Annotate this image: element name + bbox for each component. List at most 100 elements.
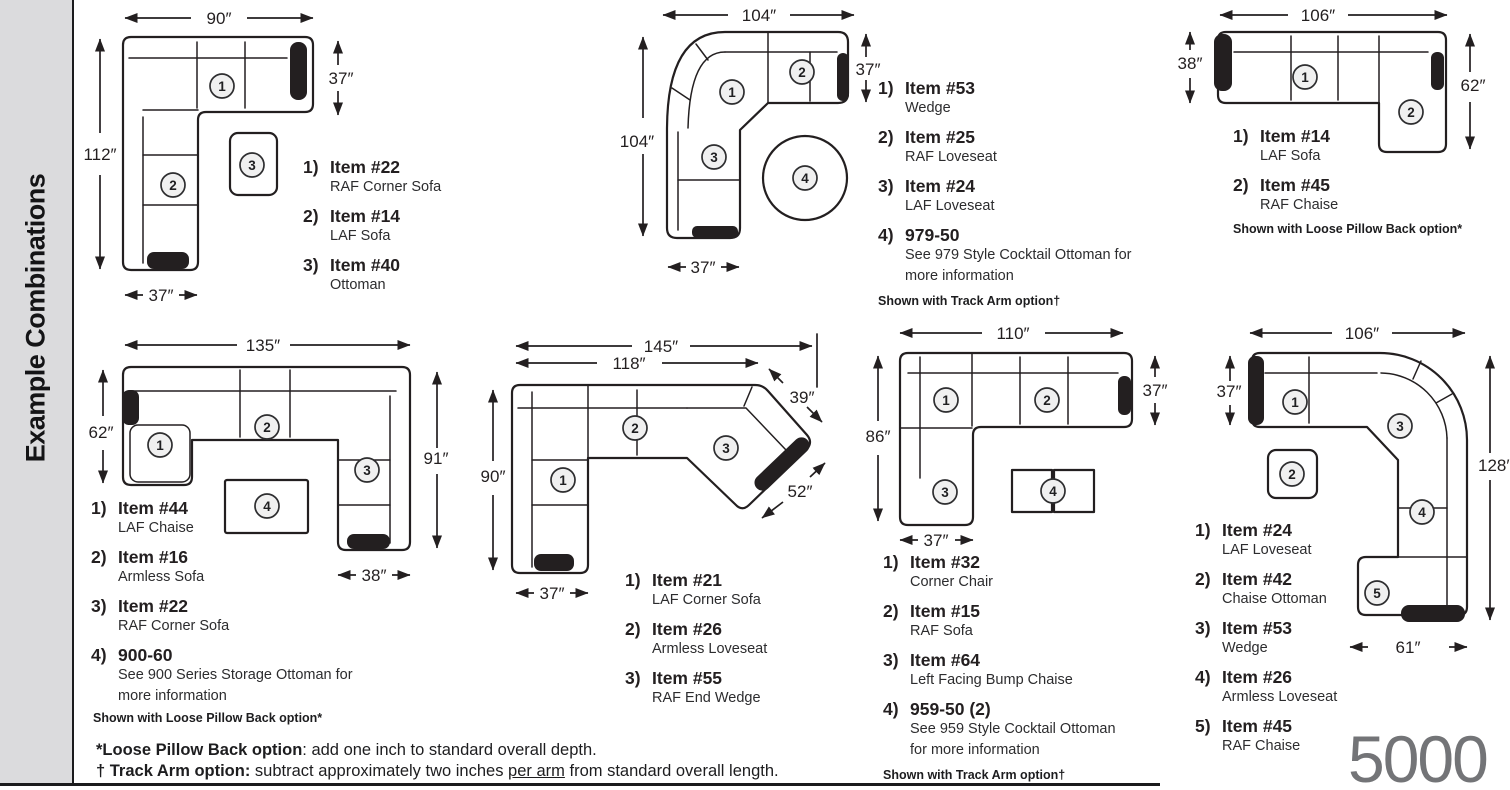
combo-7: 106″ 37″ 128″ 61″ 1 2 3 4 5: [1185, 320, 1510, 790]
dim-bottom-label: 38″: [362, 566, 387, 585]
combo-6-diagram: 110″ 86″ 37″ 37″ 1 2 3 4: [866, 324, 1168, 550]
dim-right-label: 37″: [856, 60, 881, 79]
badge-1: 1: [550, 467, 576, 493]
list-item: 4)959-50 (2)See 959 Style Cocktail Ottom…: [883, 699, 1116, 758]
badge-2: 2: [254, 414, 280, 440]
badge-2: 2: [160, 172, 186, 198]
badge-2: 2: [1398, 99, 1424, 125]
badge-3: 3: [354, 457, 380, 483]
badge-3: 3: [239, 152, 265, 178]
dimension-top: 104″: [662, 6, 855, 25]
badge-5: 5: [1364, 580, 1390, 606]
series-number: 5000: [1348, 722, 1489, 790]
svg-text:1: 1: [218, 79, 226, 94]
sofa-arm: [1248, 356, 1264, 425]
sofa-outline: [510, 383, 812, 575]
combo-1-diagram: 90″ 112″ 37″ 37″ 1 2 3: [83, 9, 353, 305]
dim-top-label: 104″: [742, 6, 776, 25]
badge-1: 1: [147, 432, 173, 458]
badge-4: 4: [1040, 478, 1066, 504]
dimension-bottom: 38″: [337, 566, 411, 585]
footnote-loose-pillow: *Loose Pillow Back option: add one inch …: [96, 740, 779, 761]
combo-5-diagram: 145″ 118″ 90″ 39″ 52″: [481, 333, 826, 603]
badge-3: 3: [932, 479, 958, 505]
dim-left-label: 90″: [481, 467, 506, 486]
badge-4: 4: [1409, 499, 1435, 525]
svg-text:3: 3: [363, 463, 371, 478]
sofa-arm: [837, 53, 849, 101]
badge-1: 1: [1292, 64, 1318, 90]
dim-right-label: 37″: [1143, 381, 1168, 400]
badge-2: 2: [1034, 387, 1060, 413]
sofa-outline: [1248, 351, 1469, 622]
dimension-bottom: 37″: [667, 258, 740, 277]
dimension-top: 106″: [1249, 324, 1466, 343]
badge-1: 1: [1282, 389, 1308, 415]
dimension-left: 37″: [1217, 355, 1241, 426]
svg-text:5: 5: [1373, 586, 1381, 601]
chaise-foot: [1401, 605, 1465, 622]
dimension-bottom: 37″: [124, 286, 198, 305]
badge-4: 4: [792, 165, 818, 191]
svg-text:3: 3: [248, 158, 256, 173]
combo-4: 135″ 62″ 91″ 38″ 1 2 3 4 1)Item #: [85, 330, 505, 735]
storage-ottoman: [223, 478, 310, 535]
dim-diag-upper-label: 39″: [790, 388, 815, 407]
svg-text:4: 4: [1418, 505, 1426, 520]
svg-text:2: 2: [263, 420, 271, 435]
badge-1: 1: [933, 387, 959, 413]
svg-text:2: 2: [1407, 105, 1415, 120]
dimension-left: 90″: [481, 389, 506, 571]
footnote-track-arm-text2: from standard overall length.: [564, 761, 779, 780]
dim-bottom-label: 61″: [1396, 638, 1421, 657]
footnote-loose-pillow-text: : add one inch to standard overall depth…: [302, 741, 597, 759]
footnote-loose-pillow-term: *Loose Pillow Back option: [96, 741, 303, 759]
combo-6-note: Shown with Track Arm option†: [883, 768, 1066, 782]
dimension-right: 37″: [856, 33, 881, 103]
dim-bottom-label: 37″: [691, 258, 716, 277]
chaise-arm: [122, 390, 139, 425]
combo-2: 104″ 104″ 37″ 37″ 1 2 3 4 1)Item: [610, 0, 1170, 320]
combo-3-diagram: 106″ 38″ 62″ 1 2: [1178, 6, 1485, 154]
dim-top-label: 106″: [1345, 324, 1379, 343]
dim-right-label: 128″: [1478, 456, 1510, 475]
dim-diag-lower-label: 52″: [788, 482, 813, 501]
combo-5: 145″ 118″ 90″ 39″ 52″: [470, 330, 830, 730]
dimension-right: 37″: [329, 40, 353, 116]
dimension-diagonal-lower: 52″: [761, 462, 826, 519]
footnote-track-arm-underlined: per arm: [508, 761, 565, 780]
sidebar: Example Combinations: [0, 0, 74, 783]
combo-3-note: Shown with Loose Pillow Back option*: [1233, 222, 1463, 236]
dimension-right: 91″: [424, 371, 448, 549]
sofa-outline: [121, 365, 412, 552]
svg-text:2: 2: [798, 65, 806, 80]
chaise-ottoman: [1266, 448, 1319, 500]
dimension-bottom: 61″: [1349, 638, 1468, 657]
dim-bottom-label: 37″: [149, 286, 174, 305]
sofa-outline: [1214, 30, 1448, 154]
dim-top-label: 106″: [1301, 6, 1335, 25]
svg-text:2: 2: [1288, 467, 1296, 482]
badge-2: 2: [1279, 461, 1305, 487]
sofa-outline: [121, 35, 315, 272]
footnotes: *Loose Pillow Back option: add one inch …: [96, 740, 779, 781]
badge-1: 1: [209, 73, 235, 99]
dimension-top: 110″: [899, 324, 1124, 343]
dimension-left: 38″: [1178, 31, 1202, 104]
